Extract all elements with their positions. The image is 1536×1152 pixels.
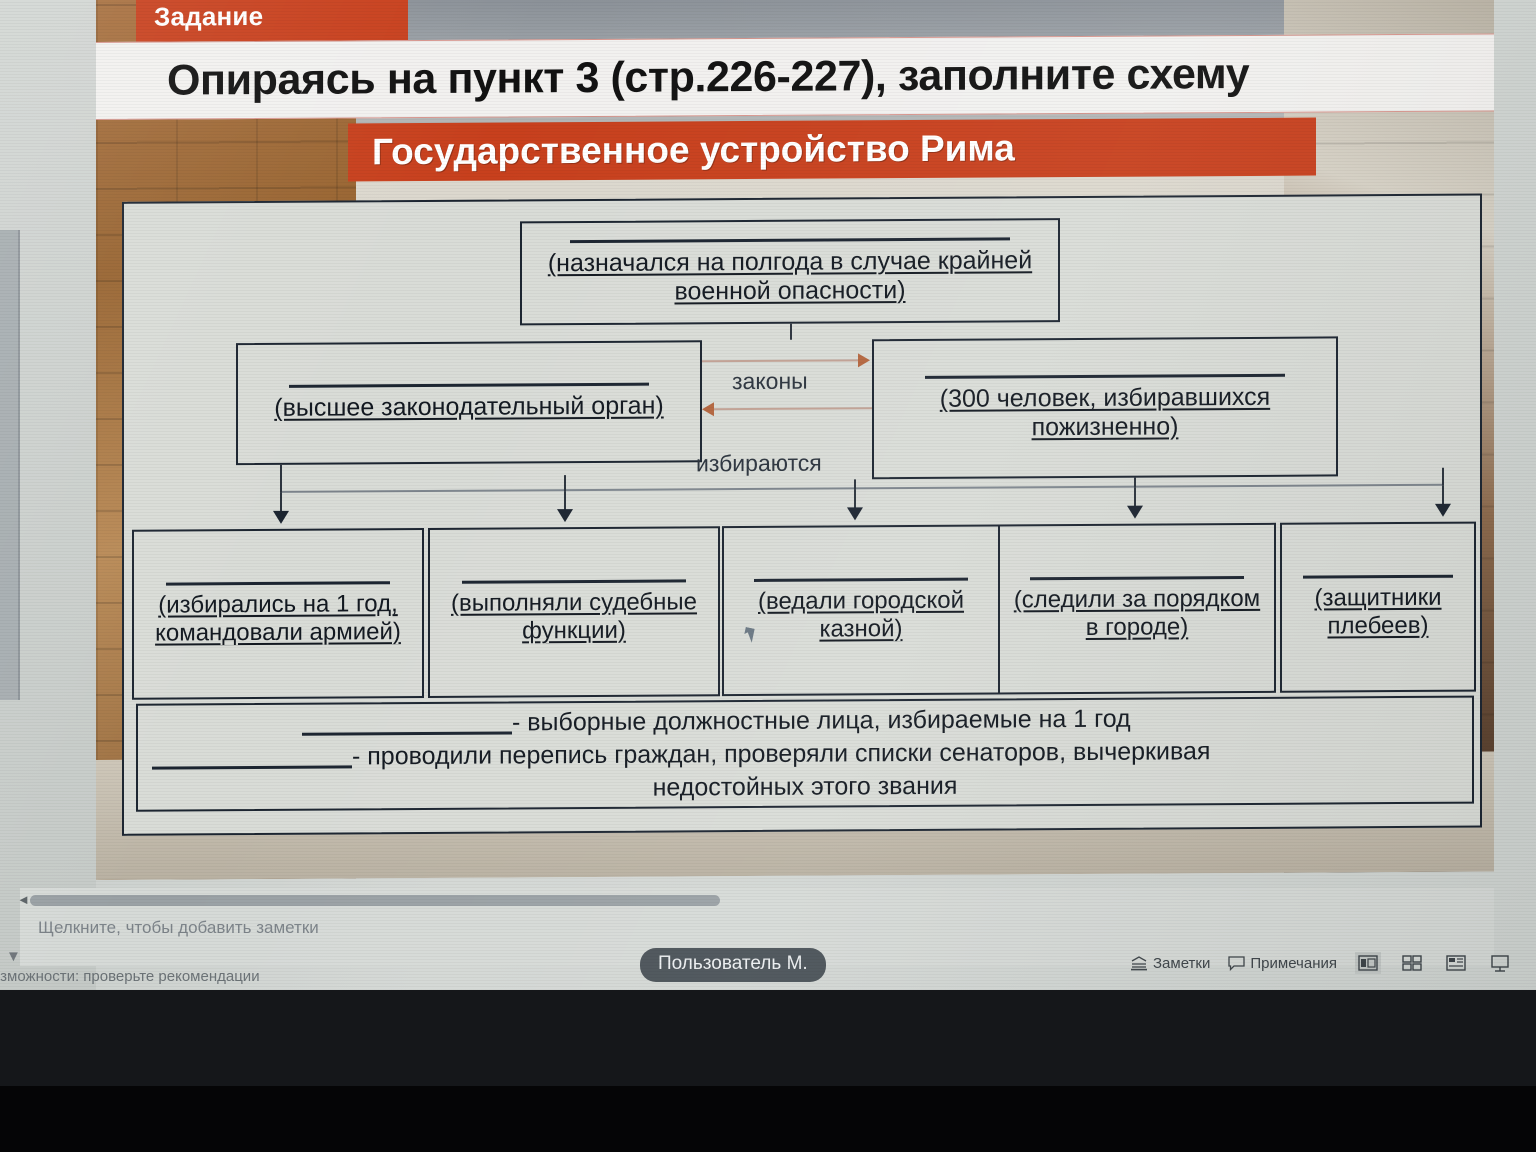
arrow-down-icon xyxy=(847,507,863,521)
diagram-node-tribunes-text: (защитники плебеев) xyxy=(1314,583,1442,639)
diagram-node-senate-text: (300 человек, избиравшихся пожизненно) xyxy=(939,382,1271,441)
fill-in-blank-line xyxy=(1030,576,1244,581)
diagram-node-praetors[interactable]: (выполняли судебные функции) xyxy=(428,526,720,698)
diagram-node-aediles[interactable]: (следили за порядком в городе) xyxy=(998,522,1276,695)
connector-dictator-stub xyxy=(790,323,792,340)
arrow-down-icon xyxy=(557,509,573,523)
connector-laws-top xyxy=(702,359,860,363)
powerpoint-slide[interactable]: Задание Опираясь на пункт 3 (стр.226-227… xyxy=(96,0,1494,880)
diagram-node-senate[interactable]: (300 человек, избиравшихся пожизненно) xyxy=(872,336,1338,480)
scheme-title-text: Государственное устройство Рима xyxy=(372,127,1015,173)
connector-drop-2 xyxy=(564,475,566,492)
instruction-text: Опираясь на пункт 3 (стр.226-227), запол… xyxy=(167,49,1250,105)
diagram-node-consuls-text: (избирались на 1 год, командовали армией… xyxy=(155,590,401,647)
zoom-out-button[interactable]: − xyxy=(1531,952,1536,974)
task-badge-label: Задание xyxy=(154,0,264,32)
arrow-down-icon xyxy=(1127,505,1143,519)
os-taskbar: 3 xyxy=(0,1086,1536,1152)
arrow-down-icon xyxy=(1435,503,1451,517)
connector-drop-5 xyxy=(1442,467,1444,486)
comments-toggle-label: Примечания xyxy=(1250,954,1337,972)
accessibility-status-text[interactable]: озможности: проверьте рекомендации xyxy=(0,968,260,985)
start-slideshow-button[interactable] xyxy=(1487,952,1513,974)
diagram-node-definitions[interactable]: - выборные должностные лица, избираемые … xyxy=(136,695,1474,812)
view-sorter-button[interactable] xyxy=(1399,952,1425,974)
comments-toggle-button[interactable]: Примечания xyxy=(1228,955,1337,972)
definition-line-1-text: - выборные должностные лица, избираемые … xyxy=(512,704,1131,736)
fill-in-blank-line xyxy=(288,382,650,389)
fill-in-blank-line xyxy=(152,764,352,770)
diagram-node-dictator[interactable]: (назначался на полгода в случае крайней … xyxy=(520,218,1060,326)
definition-line-2-text: - проводили перепись граждан, проверяли … xyxy=(352,736,1211,770)
horizontal-scrollbar[interactable] xyxy=(30,895,720,906)
view-reading-button[interactable] xyxy=(1443,952,1469,974)
definition-line-3-text: недостойных этого звания xyxy=(652,771,958,802)
fill-in-blank-line xyxy=(1303,574,1453,579)
connector-drop-1 xyxy=(280,464,282,493)
mouse-cursor-icon xyxy=(744,627,755,636)
arrow-right-icon xyxy=(858,353,870,368)
connector-laws-bottom xyxy=(712,407,872,411)
connector-label-elected: избираются xyxy=(696,449,822,477)
notes-placeholder[interactable]: Щелкните, чтобы добавить заметки xyxy=(38,918,319,937)
instruction-banner: Опираясь на пункт 3 (стр.226-227), запол… xyxy=(96,33,1494,121)
fill-in-blank-line xyxy=(165,581,391,586)
slide-sorter-icon xyxy=(1402,955,1422,971)
connector-bus-line xyxy=(280,483,1444,493)
view-normal-button[interactable] xyxy=(1354,952,1381,974)
diagram-node-quaestors-text: (ведали городской казной) xyxy=(758,586,964,643)
chevron-down-icon[interactable]: ▼ xyxy=(6,948,21,965)
notes-toggle-label: Заметки xyxy=(1153,954,1211,972)
slide-thumbnail-panel[interactable] xyxy=(0,230,20,700)
fill-in-blank-line xyxy=(461,579,687,584)
diagram-node-assembly-text: (высшее законодательный орган) xyxy=(274,391,664,423)
diagram-node-dictator-text: (назначался на полгода в случае крайней … xyxy=(547,246,1033,305)
fill-in-blank-line xyxy=(754,577,968,583)
fill-in-blank-line xyxy=(302,730,512,736)
fill-in-blank-line xyxy=(570,237,1010,244)
scheme-title-banner: Государственное устройство Рима xyxy=(348,117,1316,182)
diagram-node-consuls[interactable]: (избирались на 1 год, командовали армией… xyxy=(132,527,424,700)
normal-view-icon xyxy=(1358,955,1378,971)
reading-view-icon xyxy=(1446,955,1466,971)
task-badge: Задание xyxy=(136,0,408,42)
notes-icon xyxy=(1131,955,1147,970)
connector-drop-4 xyxy=(1134,477,1136,488)
arrow-left-icon xyxy=(702,402,714,417)
arrow-down-icon xyxy=(273,510,289,524)
diagram-node-quaestors[interactable]: (ведали городской казной) xyxy=(722,524,1000,697)
presenter-name-chip: Пользователь М. xyxy=(640,948,826,982)
scheme-diagram[interactable]: (назначался на полгода в случае крайней … xyxy=(122,193,1482,836)
diagram-node-aediles-text: (следили за порядком в городе) xyxy=(1013,585,1261,641)
connector-label-laws: законы xyxy=(732,367,808,395)
scroll-left-icon[interactable]: ◄ xyxy=(17,892,30,907)
fill-in-blank-line xyxy=(924,373,1286,379)
diagram-node-tribunes[interactable]: (защитники плебеев) xyxy=(1280,521,1476,693)
notes-toggle-button[interactable]: Заметки xyxy=(1130,955,1210,972)
connector-drop-3 xyxy=(854,479,856,490)
conference-toolbar: ✋ Демонстрация xyxy=(0,990,1536,1086)
slideshow-icon xyxy=(1491,954,1509,972)
diagram-node-praetors-text: (выполняли судебные функции) xyxy=(450,588,698,644)
diagram-node-assembly[interactable]: (высшее законодательный орган) xyxy=(236,340,702,466)
comment-bubble-icon xyxy=(1228,955,1246,971)
powerpoint-status-bar: Заметки Примечания xyxy=(1130,952,1536,974)
